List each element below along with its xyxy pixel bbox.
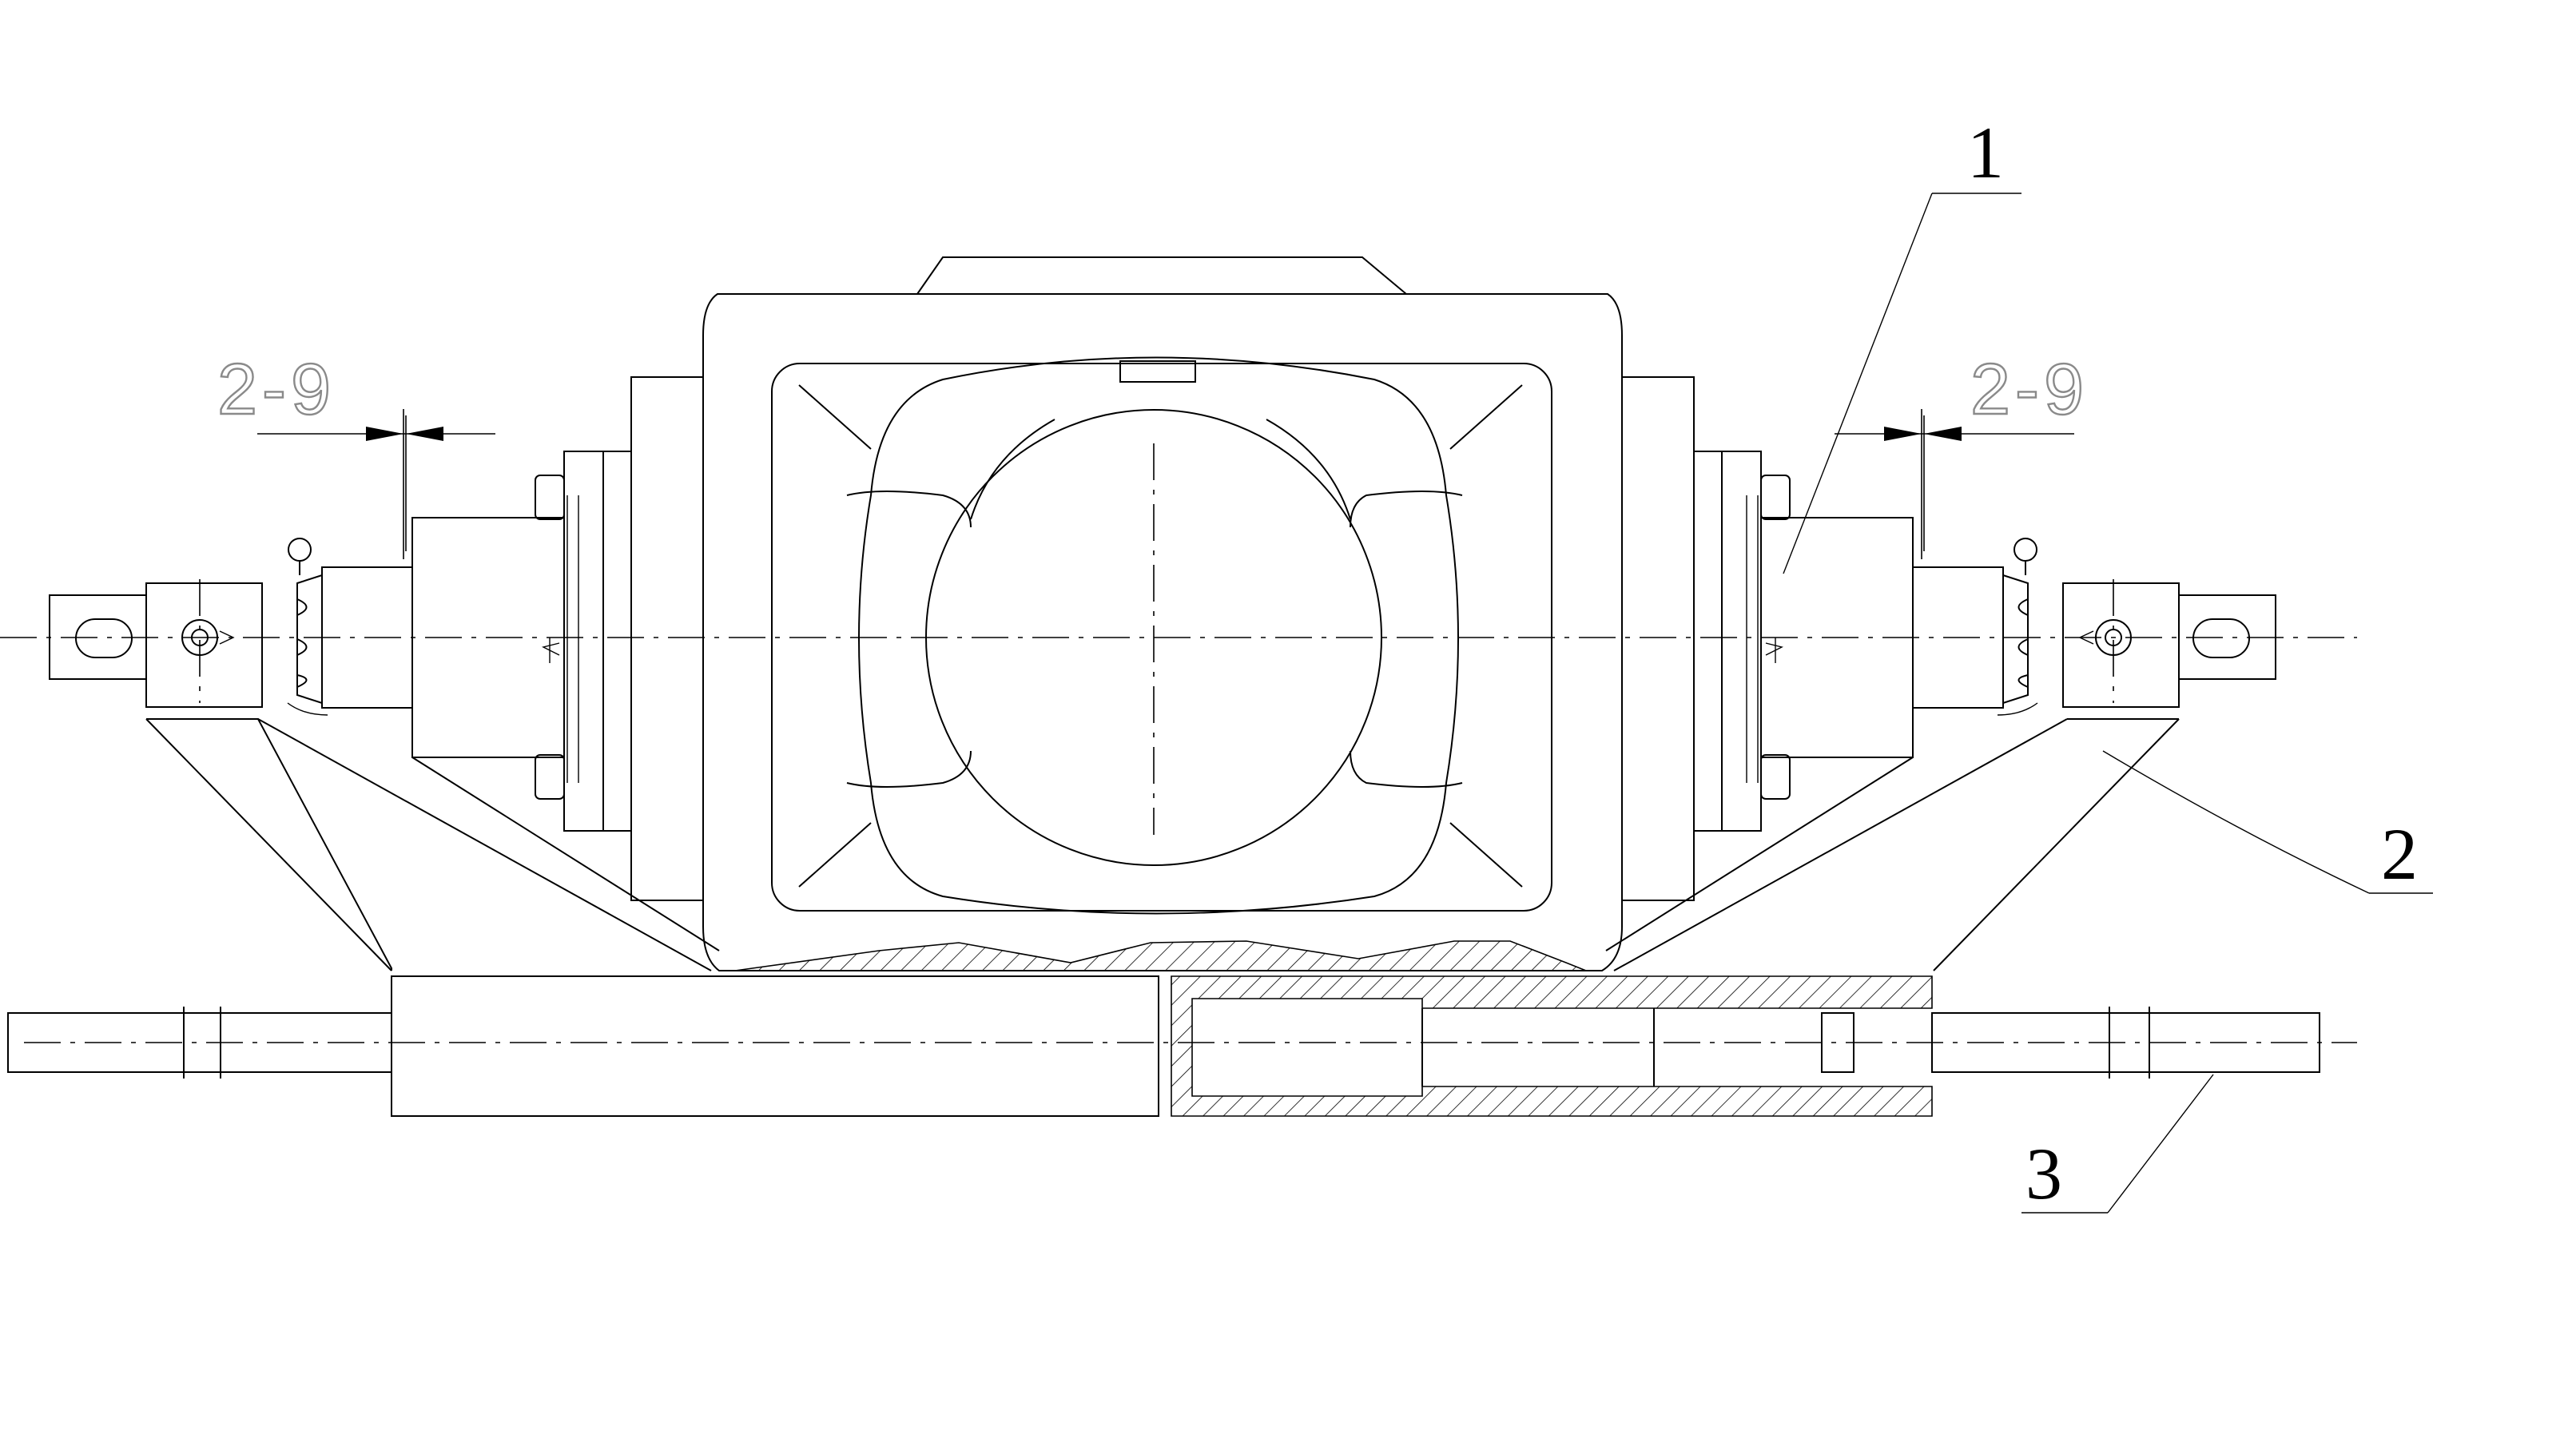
callout-1: 1 (1783, 112, 2021, 574)
callout-label-3: 3 (2025, 1133, 2062, 1214)
side-plates-left (411, 376, 704, 901)
dimension-left: 2-9 (217, 349, 495, 559)
dimension-right: 2-9 (1835, 349, 2089, 559)
callout-2: 2 (2102, 750, 2433, 895)
adjust-assembly-right (1605, 538, 2276, 971)
bearing-housing (702, 256, 1623, 971)
lower-shaft (7, 975, 2320, 1117)
dimension-label-right: 2-9 (1970, 350, 2089, 430)
adjust-assembly-left (49, 538, 720, 971)
dimension-label-left: 2-9 (217, 350, 336, 430)
callout-label-1: 1 (1967, 112, 2004, 193)
callout-3: 3 (2021, 1074, 2214, 1214)
base-wedge (734, 940, 1587, 971)
side-plates-right (1621, 376, 1914, 901)
callout-label-2: 2 (2381, 813, 2418, 895)
